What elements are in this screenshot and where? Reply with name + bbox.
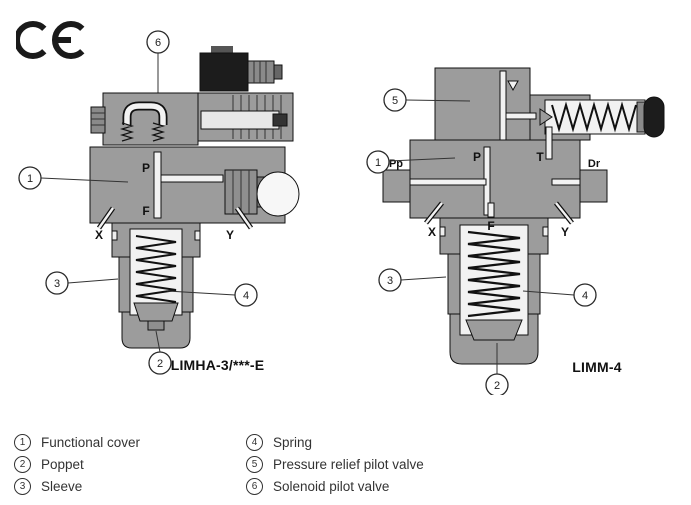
svg-text:1: 1	[27, 173, 33, 185]
legend-label-poppet: Poppet	[41, 456, 84, 472]
t-channel	[545, 126, 553, 160]
svg-text:1: 1	[375, 157, 381, 169]
callout-2: 2	[485, 343, 509, 395]
cartridge-assembly	[111, 222, 201, 349]
port-label-y: Y	[226, 228, 234, 242]
svg-text:5: 5	[392, 95, 398, 107]
legend-column-right: 4 Spring 5 Pressure relief pilot valve 6…	[246, 433, 424, 500]
svg-text:4: 4	[582, 290, 588, 302]
legend-label-spring: Spring	[273, 434, 313, 450]
legend-num-5: 5	[246, 455, 263, 473]
legend-num-4: 4	[246, 433, 263, 451]
poppet	[133, 302, 179, 322]
callout-6: 6	[146, 30, 170, 54]
pp-port-block	[382, 169, 411, 203]
legend: 1 Functional cover 2 Poppet 3 Sleeve 4 S…	[14, 433, 424, 500]
dr-port-block	[579, 169, 608, 203]
legend-item-functional-cover: 1 Functional cover	[14, 433, 246, 451]
legend-label-solenoid-pilot-valve: Solenoid pilot valve	[273, 478, 390, 494]
pilot-spring-left	[119, 122, 135, 142]
port-label-f: F	[487, 219, 494, 233]
callout-1: 1	[366, 150, 456, 174]
legend-label-sleeve: Sleeve	[41, 478, 83, 494]
callout-3: 3	[378, 268, 447, 292]
svg-text:6: 6	[155, 37, 161, 49]
svg-text:4: 4	[243, 290, 249, 302]
callout-1: 1	[18, 166, 129, 190]
poppet	[465, 319, 523, 341]
legend-num-6: 6	[246, 477, 263, 495]
port-label-pp: Pp	[389, 158, 403, 170]
relief-poppet-cone	[539, 108, 553, 126]
legend-num-1: 1	[14, 433, 31, 451]
callout-5: 5	[383, 88, 471, 112]
vertical-channel	[499, 70, 507, 144]
svg-text:2: 2	[494, 380, 500, 392]
main-spring	[467, 230, 521, 318]
legend-num-2: 2	[14, 455, 31, 473]
pilot-relief-block	[434, 67, 665, 144]
functional-cover-body	[89, 146, 300, 230]
relief-spring	[551, 101, 637, 133]
functional-cover-body	[382, 126, 608, 225]
solenoid-coil	[194, 92, 294, 142]
pilot-spring-right	[150, 122, 166, 142]
legend-item-poppet: 2 Poppet	[14, 455, 246, 473]
callout-2: 2	[148, 330, 172, 375]
svg-text:3: 3	[54, 278, 60, 290]
port-label-p: P	[473, 150, 481, 164]
solenoid-connector	[199, 46, 283, 92]
check-valve-icon	[507, 80, 519, 92]
legend-label-pressure-relief-pilot-valve: Pressure relief pilot valve	[273, 456, 424, 472]
ce-mark-icon	[16, 21, 85, 59]
port-label-p: P	[142, 161, 150, 175]
p-to-f-channel	[153, 151, 162, 219]
cartridge-assembly	[439, 217, 549, 365]
legend-label-functional-cover: Functional cover	[41, 434, 141, 450]
callout-4: 4	[522, 283, 597, 307]
port-label-f: F	[142, 204, 149, 218]
port-label-x: X	[95, 228, 103, 242]
svg-text:3: 3	[387, 275, 393, 287]
pilot-channel	[124, 103, 166, 125]
relief-adjust-cap	[643, 96, 665, 138]
callout-3: 3	[45, 271, 119, 295]
f-channel	[487, 202, 495, 218]
callout-4: 4	[166, 283, 258, 307]
legend-num-3: 3	[14, 477, 31, 495]
model-label-limm: LIMM-4	[572, 359, 622, 375]
svg-text:2: 2	[157, 358, 163, 370]
legend-item-solenoid-pilot-valve: 6 Solenoid pilot valve	[246, 477, 424, 495]
legend-item-spring: 4 Spring	[246, 433, 424, 451]
model-label-limha: LIMHA-3/***-E	[170, 357, 265, 373]
limha-valve-diagram: P F X Y 6 1 3 4 2	[18, 30, 300, 375]
port-label-dr: Dr	[588, 158, 601, 170]
limm-valve-diagram: P T Pp Dr X F Y 5 1 3 4 2	[366, 67, 665, 395]
port-label-x: X	[428, 225, 436, 239]
legend-item-sleeve: 3 Sleeve	[14, 477, 246, 495]
lateral-channel	[160, 174, 224, 183]
override-boot	[256, 171, 300, 217]
legend-column-left: 1 Functional cover 2 Poppet 3 Sleeve	[14, 433, 246, 500]
port-label-y: Y	[561, 225, 569, 239]
pilot-valve-body	[90, 92, 199, 146]
port-label-t: T	[536, 150, 544, 164]
legend-item-pressure-relief-pilot-valve: 5 Pressure relief pilot valve	[246, 455, 424, 473]
